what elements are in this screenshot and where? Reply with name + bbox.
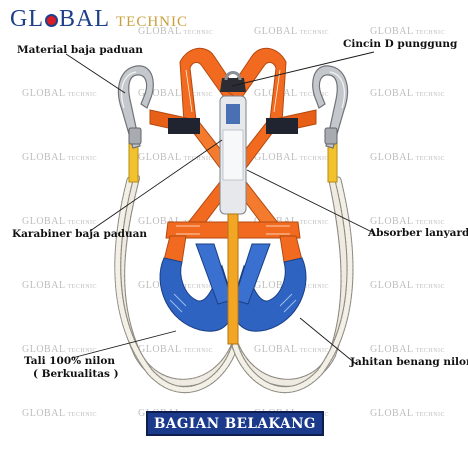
shock-absorber (219, 95, 247, 345)
watermark-technic: TECHNIC (415, 30, 446, 36)
watermark-technic: TECHNIC (67, 220, 98, 226)
watermark-technic: TECHNIC (299, 284, 330, 290)
watermark-technic: TECHNIC (299, 30, 330, 36)
label-material-baja-paduan: Material baja paduan (17, 44, 143, 56)
label-absorber-lanyard: Absorber lanyard (368, 227, 468, 239)
right-chest-buckle (266, 118, 298, 134)
watermark-brand: GLOBAL (138, 280, 182, 291)
back-d-ring (220, 71, 246, 92)
watermark-technic: TECHNIC (415, 156, 446, 162)
logo-brand-prefix: GL (10, 6, 44, 32)
watermark-technic: TECHNIC (67, 412, 98, 418)
watermark-brand: GLOBAL (22, 152, 66, 163)
watermark-brand: GLOBAL (370, 26, 414, 37)
watermark-brand: GLOBAL (370, 280, 414, 291)
watermark-brand: GLOBAL (22, 280, 66, 291)
watermark-brand: GLOBAL (22, 216, 66, 227)
watermark-brand: GLOBAL (254, 344, 298, 355)
label-tali-nilon: Tali 100% nilon (24, 355, 116, 367)
leader-lines (65, 51, 375, 365)
watermark-brand: GLOBAL (370, 344, 414, 355)
logo-technic: TECHNIC (116, 14, 188, 30)
watermark-technic: TECHNIC (183, 156, 214, 162)
watermark-brand: GLOBAL (138, 216, 182, 227)
watermark-technic: TECHNIC (67, 156, 98, 162)
label-jahitan-benang-nilon: Jahitan benang nilon (350, 356, 468, 368)
global-technic-logo: GL BAL TECHNIC (10, 6, 188, 33)
watermark-brand: GLOBAL (370, 152, 414, 163)
watermark-technic: TECHNIC (67, 284, 98, 290)
watermark-brand: GLOBAL (22, 344, 66, 355)
label-cincin-d-punggung: Cincin D punggung (343, 38, 458, 50)
watermark-technic: TECHNIC (67, 92, 98, 98)
left-scaffold-hook (117, 65, 154, 149)
watermark-brand: GLOBAL (370, 88, 414, 99)
logo-dot-icon (45, 14, 58, 27)
watermark-brand: GLOBAL (138, 26, 182, 37)
nylon-rope (114, 174, 354, 394)
label-karabiner-baja-paduan: Karabiner baja paduan (12, 228, 148, 240)
watermark-technic: TECHNIC (67, 348, 98, 354)
watermark-technic: TECHNIC (415, 92, 446, 98)
left-chest-buckle (168, 118, 200, 134)
watermark-technic: TECHNIC (183, 30, 214, 36)
watermark-brand: GLOBAL (138, 344, 182, 355)
watermark-technic: TECHNIC (183, 284, 214, 290)
watermark-brand: GLOBAL (254, 152, 298, 163)
watermark-technic: TECHNIC (183, 92, 214, 98)
logo-brand-suffix: BAL (59, 6, 110, 32)
watermark-technic: TECHNIC (415, 348, 446, 354)
leg-loop-stitching (169, 293, 297, 313)
watermark-brand: GLOBAL (254, 26, 298, 37)
watermark-brand: GLOBAL (370, 216, 414, 227)
label-berkualitas: ( Berkualitas ) (33, 368, 119, 380)
watermark-brand: GLOBAL (138, 152, 182, 163)
watermark-technic: TECHNIC (299, 220, 330, 226)
webbing-stitching (176, 69, 290, 235)
watermark-technic: TECHNIC (299, 156, 330, 162)
watermark-technic: TECHNIC (183, 348, 214, 354)
watermark-brand: GLOBAL (22, 408, 66, 419)
right-scaffold-hook (312, 65, 349, 149)
watermark-brand: GLOBAL (254, 280, 298, 291)
watermark-technic: TECHNIC (415, 412, 446, 418)
watermark-technic: TECHNIC (415, 220, 446, 226)
watermark-brand: GLOBAL (22, 88, 66, 99)
watermark-brand: GLOBAL (138, 88, 182, 99)
watermark-technic: TECHNIC (299, 348, 330, 354)
watermark-technic: TECHNIC (415, 284, 446, 290)
watermark-brand: GLOBAL (370, 408, 414, 419)
bagian-belakang-banner: BAGIAN BELAKANG (146, 411, 324, 436)
